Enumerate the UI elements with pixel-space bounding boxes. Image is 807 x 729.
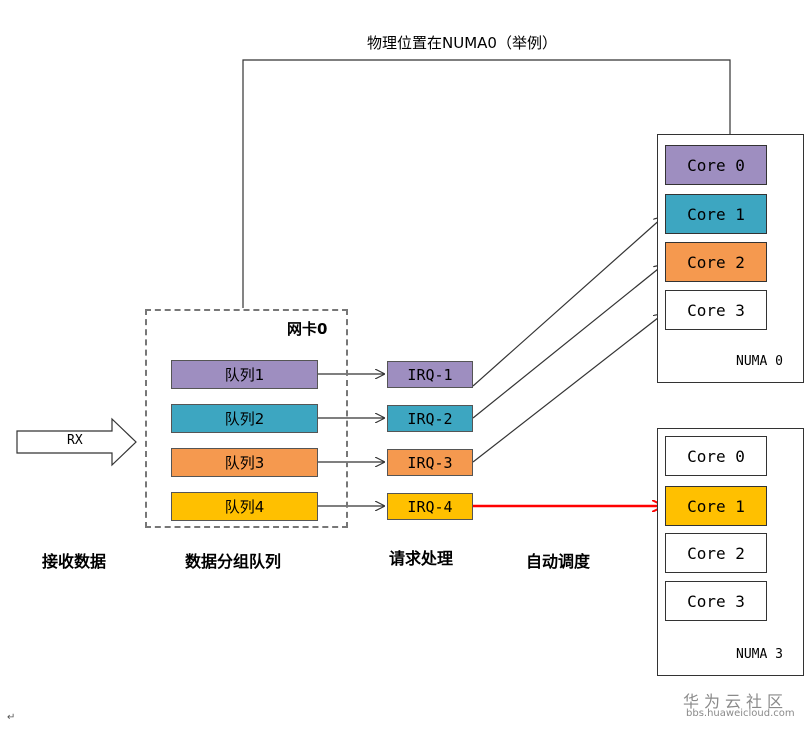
watermark-brand: 华为云社区: [683, 692, 789, 711]
physical-location-label: 物理位置在NUMA0（举例）: [367, 34, 557, 52]
irq-3: IRQ-3: [387, 449, 473, 476]
numa0-label: NUMA 0: [736, 354, 783, 369]
numa0-core-0: Core 0: [665, 145, 767, 185]
numa3-core-2: Core 2: [665, 533, 767, 573]
nic-container: [145, 309, 348, 528]
queue-1: 队列1: [171, 360, 318, 389]
numa0-core-3: Core 3: [665, 290, 767, 330]
step-auto-schedule-label: 自动调度: [526, 552, 591, 571]
step-queue-group-label: 数据分组队列: [185, 552, 282, 571]
nic-to-numa0-line: [242, 59, 731, 308]
rx-label: RX: [67, 433, 83, 448]
rx-arrow: [16, 417, 137, 467]
numa3-core-0: Core 0: [665, 436, 767, 476]
irq-4: IRQ-4: [387, 493, 473, 520]
numa3-core-3: Core 3: [665, 581, 767, 621]
step-request-handle-label: 请求处理: [389, 549, 454, 568]
numa3-label: NUMA 3: [736, 647, 783, 662]
nic-label: 网卡0: [287, 320, 328, 338]
numa0-core-1: Core 1: [665, 194, 767, 234]
irq2-to-numa0-core2-arrow: [472, 265, 663, 419]
irq1-to-numa0-core1-arrow: [472, 217, 663, 387]
queue-3: 队列3: [171, 448, 318, 477]
numa3-core-1: Core 1: [665, 486, 767, 526]
queue-4: 队列4: [171, 492, 318, 521]
irq-2: IRQ-2: [387, 405, 473, 432]
queue-2: 队列2: [171, 404, 318, 433]
irq3-to-numa0-core3-arrow: [472, 314, 663, 463]
irq-1: IRQ-1: [387, 361, 473, 388]
numa0-core-2: Core 2: [665, 242, 767, 282]
paragraph-mark: ↵: [7, 712, 16, 723]
watermark-url: bbs.huaweicloud.com: [686, 708, 795, 719]
step-receive-label: 接收数据: [42, 552, 107, 571]
